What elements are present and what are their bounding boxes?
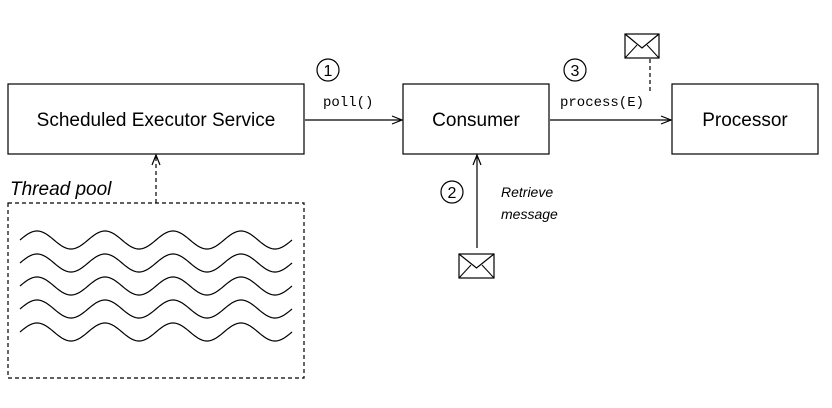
retrieve-label-line1: Retrieve: [501, 184, 553, 200]
processor-box: Processor: [671, 83, 819, 155]
envelope-icon: [458, 253, 495, 279]
step-3-badge: 3: [563, 58, 587, 82]
thread-wave-line: [19, 230, 293, 250]
thread-pool-box: [7, 202, 305, 379]
process-label: process(E): [560, 95, 644, 111]
envelope-icon: [624, 33, 660, 59]
processor-label: Processor: [702, 110, 788, 131]
step-1-badge: 1: [316, 58, 340, 82]
step-3-number: 3: [571, 63, 580, 80]
thread-pool-waves: [19, 230, 293, 342]
consumer-label: Consumer: [432, 110, 520, 131]
step-1-number: 1: [324, 63, 333, 80]
thread-wave-line: [19, 322, 293, 342]
retrieve-label-line2: message: [501, 206, 558, 222]
step-2-number: 2: [448, 185, 457, 202]
consumer-box: Consumer: [402, 83, 550, 155]
poll-label: poll(): [323, 95, 373, 111]
thread-wave-line: [19, 299, 293, 319]
thread-wave-line: [19, 276, 293, 296]
thread-pool-label: Thread pool: [10, 179, 112, 200]
step-2-badge: 2: [440, 180, 464, 204]
executor-service-label: Scheduled Executor Service: [37, 110, 276, 131]
executor-service-box: Scheduled Executor Service: [7, 83, 305, 155]
thread-wave-line: [19, 253, 293, 273]
